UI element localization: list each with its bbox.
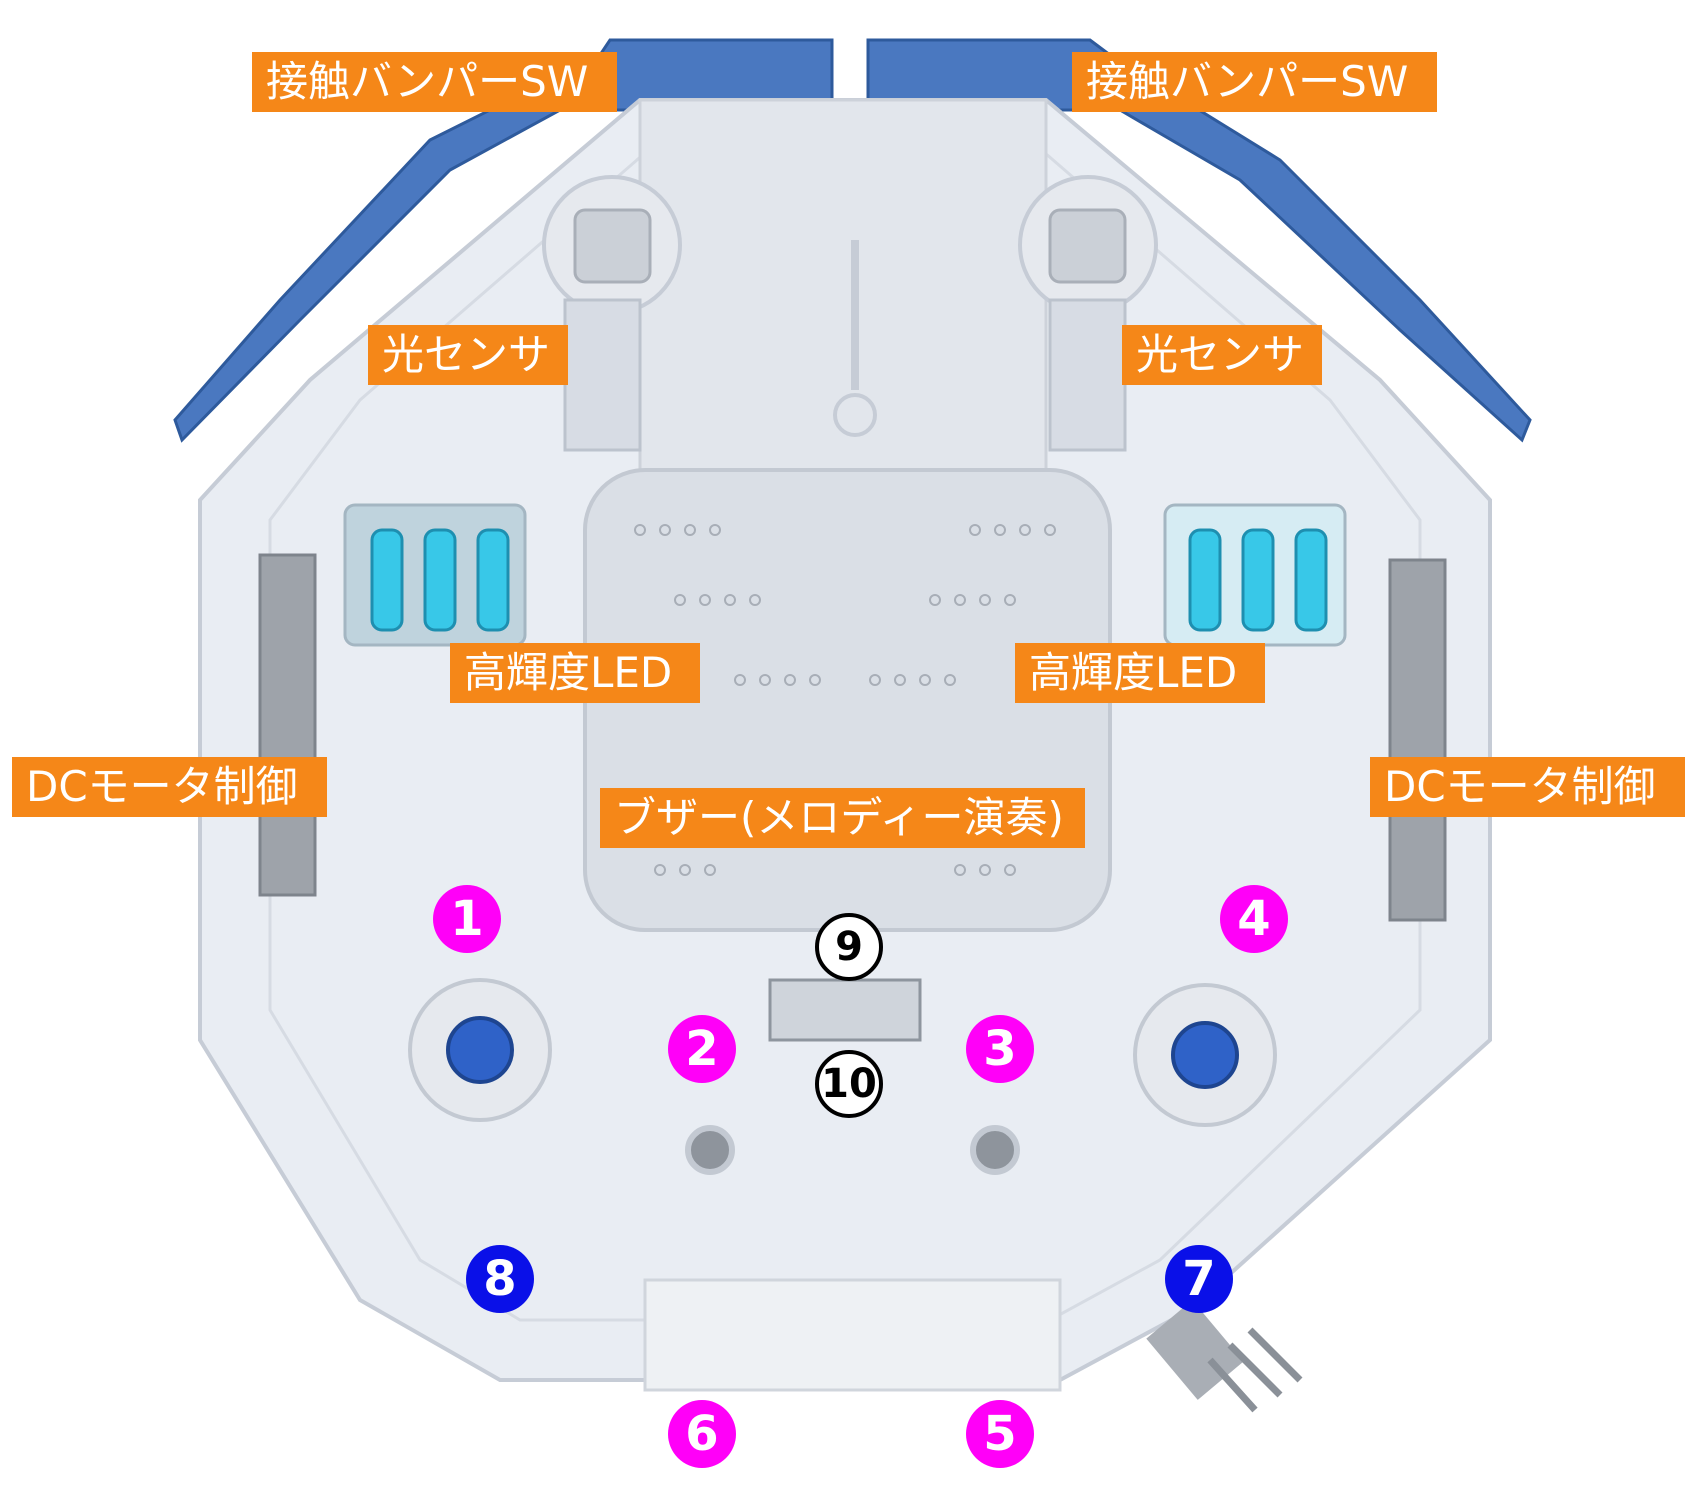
upper-panel — [638, 98, 1048, 472]
label-motor-right: DCモータ制御 — [1370, 757, 1685, 817]
label-bumper-switch-left: 接触バンパーSW — [252, 52, 617, 112]
marker-10: 10 — [815, 1050, 883, 1118]
label-led-right: 高輝度LED — [1015, 643, 1265, 703]
label-motor-left: DCモータ制御 — [12, 757, 327, 817]
wheel-right — [1133, 983, 1277, 1127]
connector — [768, 978, 922, 1042]
label-bumper-switch-right: 接触バンパーSW — [1072, 52, 1437, 112]
marker-3: 3 — [966, 1015, 1034, 1083]
motor-plate-left — [258, 553, 317, 897]
marker-1: 1 — [433, 885, 501, 953]
label-led-left: 高輝度LED — [450, 643, 700, 703]
switch-left — [542, 175, 682, 315]
marker-9: 9 — [815, 913, 883, 981]
switch-right — [1018, 175, 1158, 315]
bolt-left — [685, 1125, 735, 1175]
marker-4: 4 — [1220, 885, 1288, 953]
marker-8: 8 — [466, 1245, 534, 1313]
wheel-left — [408, 978, 552, 1122]
antenna-hole — [833, 393, 877, 437]
bottom-port — [643, 1278, 1062, 1392]
led-bank-left — [343, 503, 527, 647]
led-bank-right — [1163, 503, 1347, 647]
buzzer-grille — [634, 524, 1056, 876]
light-sensor-left — [563, 298, 642, 452]
label-buzzer: ブザー(メロディー演奏) — [600, 788, 1085, 848]
marker-6: 6 — [668, 1400, 736, 1468]
label-light-sensor-left: 光センサ — [368, 325, 568, 385]
motor-plate-right — [1388, 558, 1447, 922]
marker-2: 2 — [668, 1015, 736, 1083]
marker-7: 7 — [1165, 1245, 1233, 1313]
label-light-sensor-right: 光センサ — [1122, 325, 1322, 385]
pin-header — [1146, 1300, 1303, 1413]
bolt-right — [970, 1125, 1020, 1175]
light-sensor-right — [1048, 298, 1127, 452]
marker-5: 5 — [966, 1400, 1034, 1468]
